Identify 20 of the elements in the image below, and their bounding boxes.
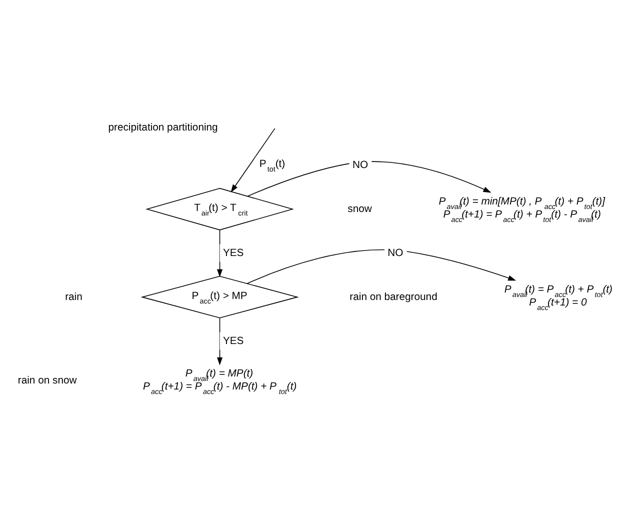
arrow (246, 248, 516, 284)
edge-label: P$_{tot}$(t) (259, 158, 286, 174)
arrow (247, 160, 492, 196)
edge-label: YES (222, 335, 244, 346)
edge-label: NO (352, 159, 368, 170)
label: snow (348, 203, 372, 214)
arrow (216, 317, 223, 365)
arrow (216, 229, 223, 277)
node-text: P$_{avail}$(t) = min[MP(t) , P$_{acc}$(t) + P$_{tot}$(t)] P$_{acc}$(t+1) = P$_{acc}$(t) + P$_{tot}$(t) - P$_{avail}$(t) (438, 196, 605, 224)
node-diamond: P$_{acc}$(t) > MP (140, 275, 299, 318)
node-diamond: T$_{air}$(t) > T$_{crit}$ (146, 187, 294, 230)
arrow (230, 128, 276, 192)
label: rain on bareground (350, 291, 438, 302)
label: precipitation partitioning (108, 122, 218, 133)
node-text: P$_{avail}$(t) = P$_{acc}$(t) + P$_{tot}$(t) P$_{acc}$(t+1) = 0 (504, 284, 612, 312)
node-text: P$_{avail}$(t) = MP(t) P$_{acc}$(t+1) = P$_{acc}$(t) - MP(t) + P$_{tot}$(t) (143, 368, 297, 396)
label: rain on snow (18, 375, 77, 386)
label: rain (65, 291, 82, 302)
edge-label: YES (222, 247, 244, 258)
edge-label: NO (388, 247, 404, 258)
